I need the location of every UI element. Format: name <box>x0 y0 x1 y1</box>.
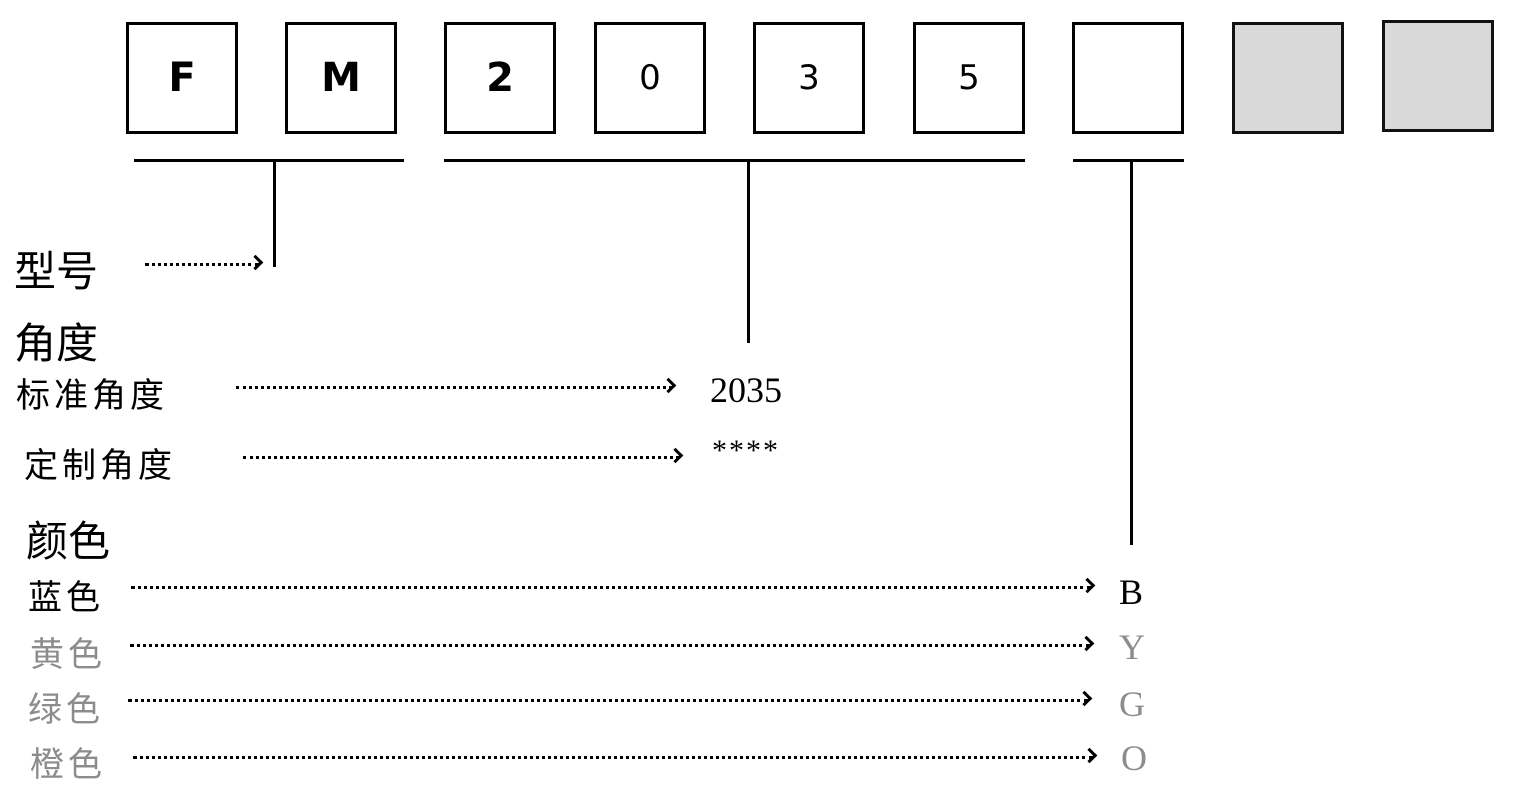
model-bracket <box>134 159 404 162</box>
code-box-7 <box>1072 22 1184 134</box>
standard-angle-label: 标准角度 <box>16 376 168 416</box>
green-label: 绿色 <box>28 690 104 730</box>
blue-label: 蓝色 <box>28 578 104 618</box>
orange-label: 橙色 <box>30 745 106 785</box>
yellow-arrow <box>130 635 1095 652</box>
code-box-4: 0 <box>594 22 706 134</box>
arrow-head-icon <box>1078 635 1095 652</box>
model-connector <box>273 159 276 267</box>
standard-angle-arrow <box>236 377 677 394</box>
arrow-head-icon <box>660 377 677 394</box>
angle-connector <box>747 159 750 343</box>
arrow-head-icon <box>247 254 264 271</box>
custom-angle-label: 定制角度 <box>24 446 176 486</box>
yellow-code: Y <box>1119 627 1145 667</box>
code-box-8 <box>1232 22 1344 134</box>
arrow-head-icon <box>1081 747 1098 764</box>
code-box-1: F <box>126 22 238 134</box>
arrow-head-icon <box>667 447 684 464</box>
orange-code: O <box>1121 738 1147 778</box>
code-box-6: 5 <box>913 22 1025 134</box>
code-box-2: M <box>285 22 397 134</box>
yellow-label: 黄色 <box>30 635 106 675</box>
custom-angle-arrow <box>243 447 684 464</box>
arrow-head-icon <box>1079 577 1096 594</box>
code-box-5: 3 <box>753 22 865 134</box>
blue-code: B <box>1119 572 1144 612</box>
blue-arrow <box>131 577 1096 594</box>
code-box-9 <box>1382 20 1494 132</box>
orange-arrow <box>133 747 1098 764</box>
green-code: G <box>1119 684 1145 724</box>
custom-angle-code: **** <box>712 434 780 467</box>
model-arrow <box>145 254 264 271</box>
angle-heading: 角度 <box>14 319 99 368</box>
color-bracket <box>1073 159 1184 162</box>
green-arrow <box>128 690 1093 707</box>
model-label: 型号 <box>14 247 99 296</box>
code-box-3: 2 <box>444 22 556 134</box>
color-heading: 颜色 <box>26 517 111 566</box>
standard-angle-code: 2035 <box>710 370 782 410</box>
color-connector <box>1130 159 1133 545</box>
arrow-head-icon <box>1076 690 1093 707</box>
angle-bracket <box>444 159 1025 162</box>
